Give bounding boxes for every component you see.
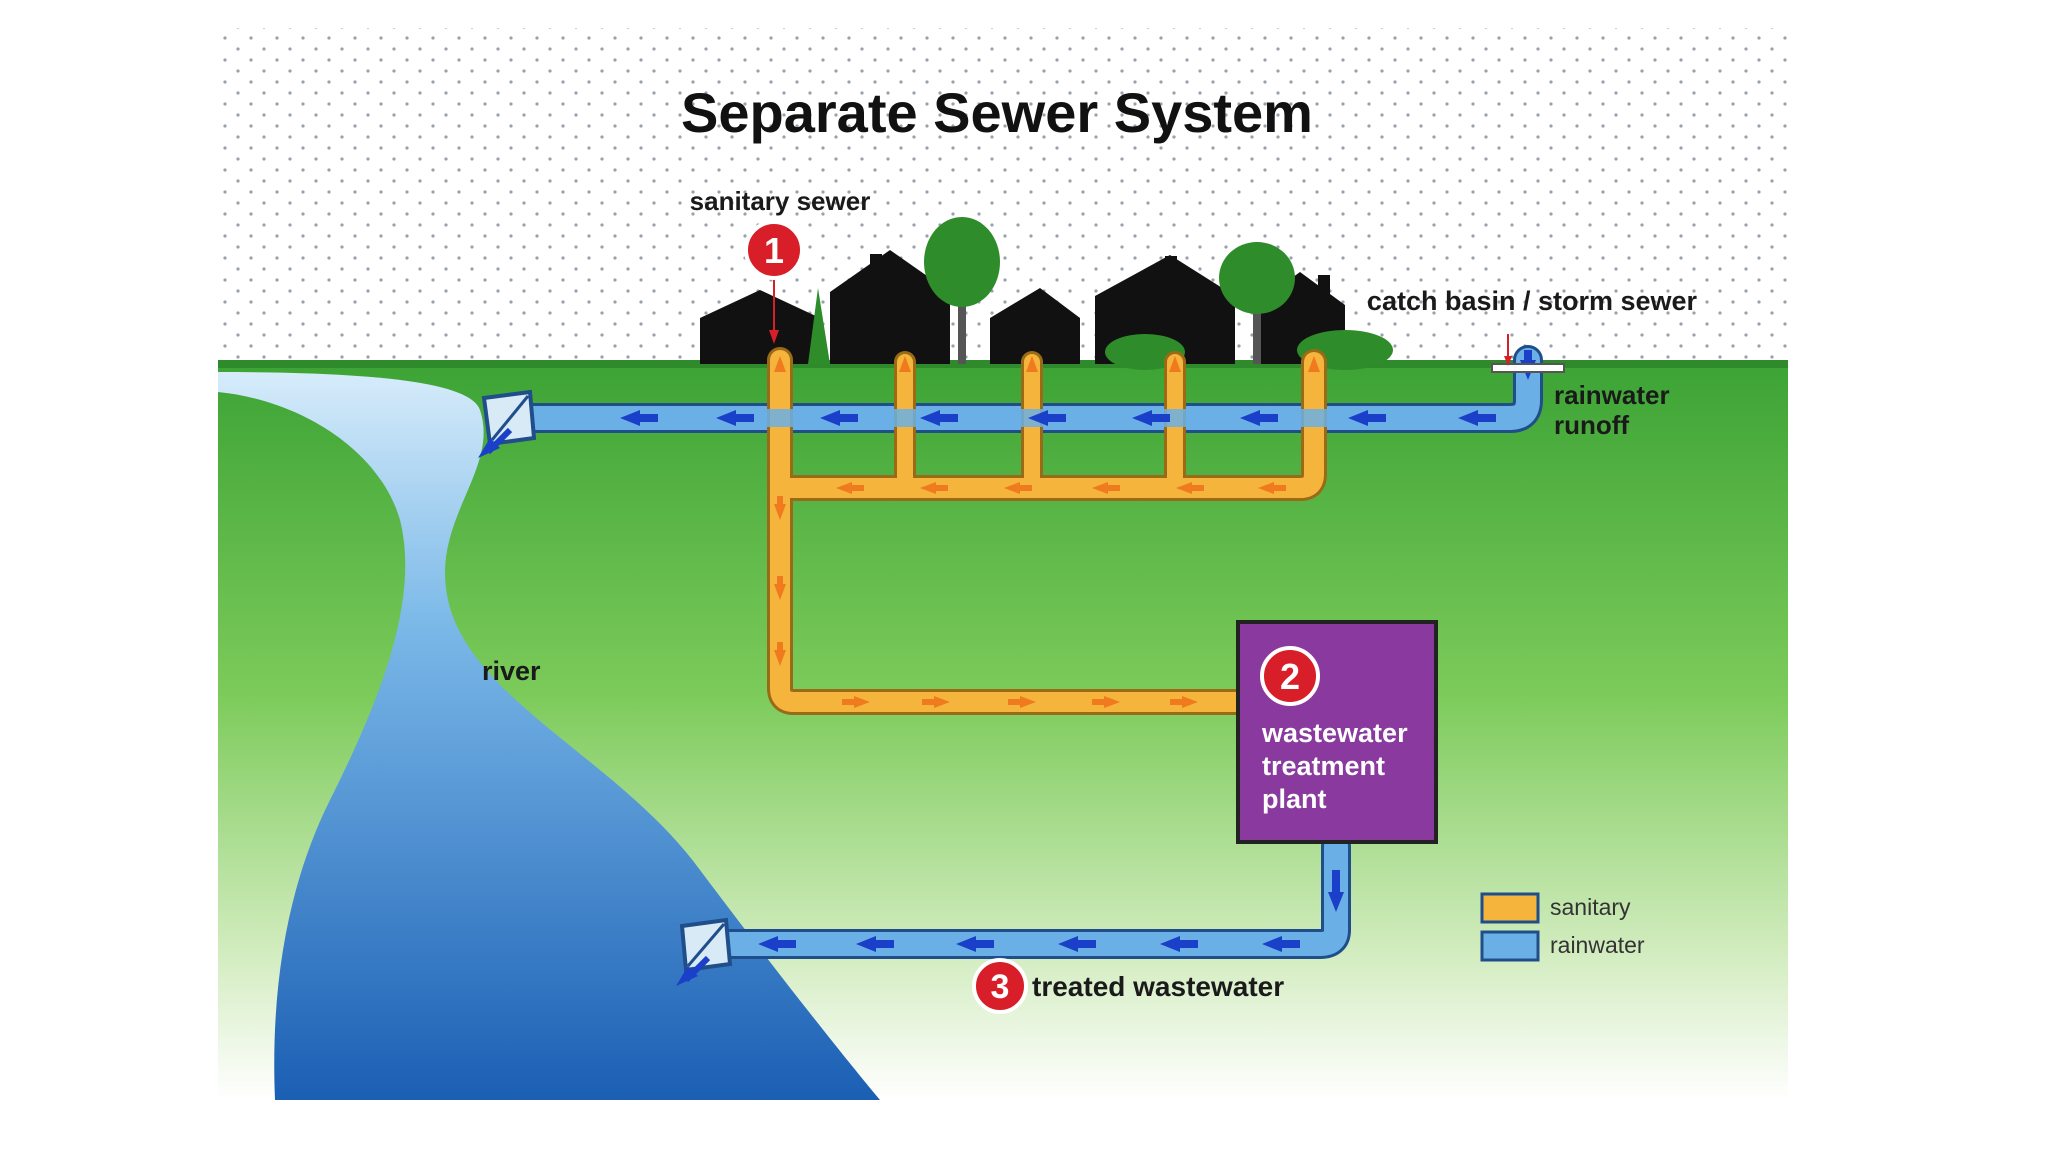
rain-sky bbox=[218, 28, 1788, 364]
legend-swatch-sanitary bbox=[1480, 892, 1540, 924]
diagram-title: Separate Sewer System bbox=[681, 81, 1313, 144]
treated-flow-arrows bbox=[758, 870, 1344, 952]
rainwater-runoff-label-line2: runoff bbox=[1554, 410, 1629, 440]
marker-2: 2 bbox=[1260, 646, 1320, 706]
treated-outfall bbox=[676, 917, 733, 986]
storm-flow-arrows bbox=[620, 350, 1536, 426]
legend-swatch-rainwater bbox=[1480, 930, 1540, 962]
river-label: river bbox=[482, 656, 541, 686]
marker-1: 1 bbox=[744, 220, 804, 280]
legend-label-rainwater: rainwater bbox=[1550, 932, 1645, 958]
plant-label-line1: wastewater bbox=[1261, 718, 1408, 748]
treated-wastewater-label: treated wastewater bbox=[1032, 971, 1284, 1002]
sanitary-flow-arrows bbox=[774, 356, 1320, 708]
houses bbox=[700, 250, 1345, 364]
river bbox=[218, 372, 880, 1100]
plant-label-line2: treatment bbox=[1262, 751, 1385, 781]
legend: sanitary rainwater bbox=[1480, 892, 1645, 962]
catch-basin-label: catch basin / storm sewer bbox=[1367, 286, 1698, 316]
trees bbox=[808, 217, 1393, 370]
rainwater-runoff-label-line1: rainwater bbox=[1554, 380, 1670, 410]
svg-text:1: 1 bbox=[764, 230, 784, 271]
catch-basin-grate bbox=[1491, 363, 1565, 373]
sanitary-sewer-label: sanitary sewer bbox=[690, 186, 871, 216]
plant-label-line3: plant bbox=[1262, 784, 1327, 814]
marker-3: 3 bbox=[972, 958, 1028, 1014]
storm-outfall bbox=[478, 389, 537, 458]
legend-label-sanitary: sanitary bbox=[1550, 894, 1631, 920]
svg-text:2: 2 bbox=[1280, 656, 1300, 697]
svg-text:3: 3 bbox=[991, 968, 1010, 1006]
